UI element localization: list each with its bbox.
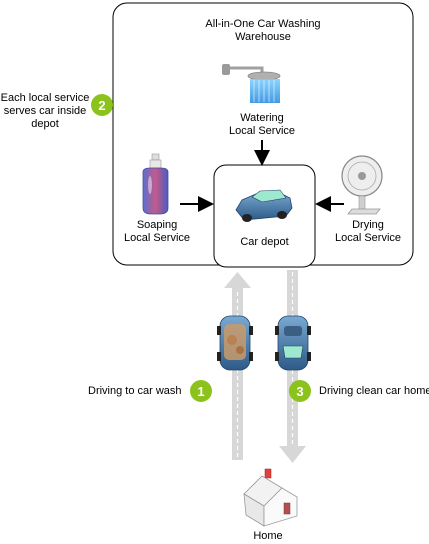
drying-label-line2: Local Service	[334, 232, 402, 244]
step-3-label: Driving clean car home	[319, 385, 429, 397]
clean-car-icon	[275, 315, 311, 371]
house-icon	[243, 468, 298, 527]
step-2-label-line3: depot	[31, 118, 59, 130]
svg-text:3: 3	[296, 384, 303, 399]
step-2-label-line2: serves car inside	[3, 105, 87, 117]
home-label: Home	[253, 530, 283, 542]
car-depot-label: Car depot	[240, 236, 289, 248]
step-badge-3: 3	[289, 380, 311, 402]
dirty-car-icon	[217, 315, 253, 371]
warehouse-title-line2: Warehouse	[235, 31, 291, 43]
step-1-label: Driving to car wash	[88, 385, 182, 397]
watering-label-line2: Local Service	[228, 125, 296, 137]
watering-service-label: Watering Local Service	[212, 112, 312, 138]
step-badge-2: 2	[91, 94, 113, 116]
soaping-label-line2: Local Service	[123, 232, 191, 244]
fan-icon	[341, 155, 383, 215]
step-badge-1: 1	[190, 380, 212, 402]
warehouse-title-line1: All-in-One Car Washing	[205, 18, 321, 30]
drying-service-label: Drying Local Service	[326, 219, 410, 245]
soaping-service-label: Soaping Local Service	[112, 219, 202, 245]
soaping-label-line1: Soaping	[136, 219, 178, 231]
svg-text:1: 1	[197, 384, 204, 399]
road-to-depot	[224, 272, 251, 460]
warehouse-title: All-in-One Car Washing Warehouse	[163, 18, 363, 44]
soap-bottle-icon	[142, 153, 169, 215]
svg-text:2: 2	[98, 98, 105, 113]
shower-icon	[222, 64, 281, 103]
drying-label-line1: Drying	[352, 219, 384, 231]
step-2-label: Each local service serves car inside dep…	[0, 92, 90, 131]
watering-label-line1: Watering	[240, 112, 284, 124]
step-2-label-line1: Each local service	[0, 92, 90, 104]
car-in-depot-icon	[235, 189, 293, 222]
